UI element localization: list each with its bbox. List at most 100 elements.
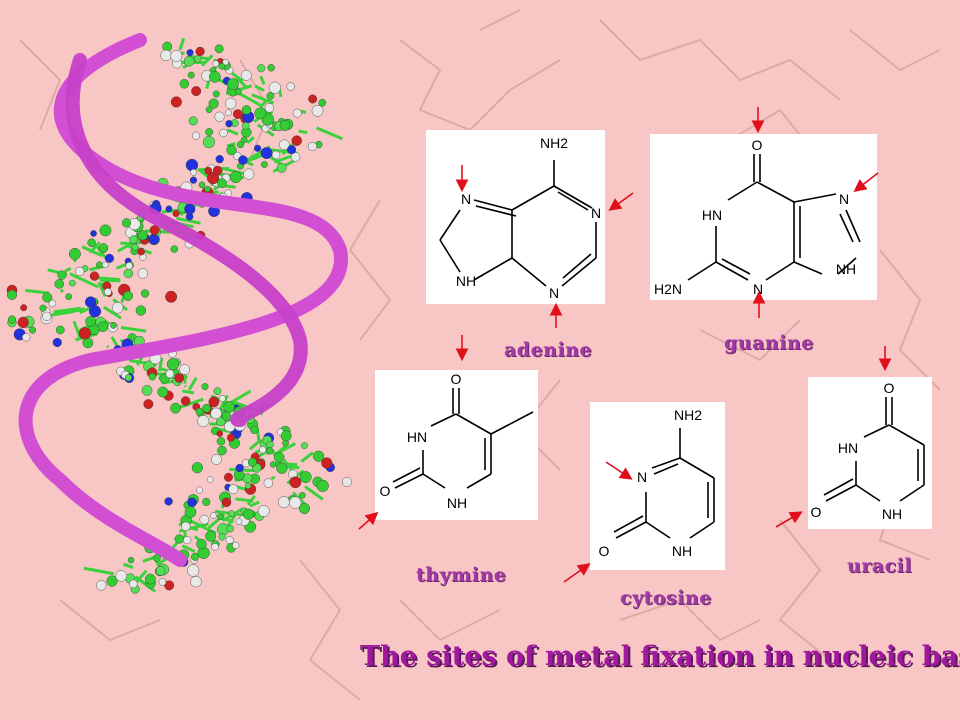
atom-sphere — [160, 49, 172, 62]
atom-sphere — [183, 56, 195, 67]
atom-sphere — [185, 158, 199, 172]
bond-stick — [236, 91, 263, 108]
atom-sphere — [214, 111, 225, 122]
atom-sphere — [227, 78, 239, 90]
atom-sphere — [22, 333, 31, 342]
atom-sphere — [218, 62, 226, 70]
bond-stick — [248, 438, 263, 451]
adenine-n3-label: N — [549, 285, 559, 301]
atom-sphere — [75, 266, 85, 277]
atom-sphere — [254, 144, 262, 152]
uracil-o4-label: O — [884, 380, 895, 396]
atom-sphere — [102, 261, 109, 269]
atom-sphere — [311, 104, 324, 117]
thymine-o4-label: O — [451, 371, 462, 387]
atom-sphere — [29, 326, 37, 334]
atom-sphere — [190, 576, 202, 588]
atom-sphere — [287, 145, 297, 155]
thymine-hn-label: HN — [407, 429, 427, 445]
bond-stick — [219, 394, 229, 410]
atom-sphere — [226, 433, 236, 442]
atom-sphere — [308, 94, 318, 104]
atom-sphere — [290, 152, 301, 162]
guanine-n3-label: N — [753, 281, 763, 297]
bond-stick — [97, 281, 107, 297]
bond-stick — [182, 389, 195, 395]
backbone-ribbon-2 — [65, 53, 308, 427]
atom-sphere — [277, 496, 290, 508]
atom-sphere — [233, 109, 243, 119]
bond-stick — [181, 544, 196, 553]
atom-sphere — [155, 566, 166, 576]
guanine-structure: O HN H2N N N NH — [650, 134, 877, 300]
bond-stick — [64, 266, 72, 273]
atom-sphere — [189, 176, 198, 184]
atom-sphere — [206, 172, 220, 185]
atom-sphere — [218, 395, 226, 402]
atom-sphere — [129, 235, 138, 244]
atom-sphere — [170, 402, 181, 414]
bond-stick — [193, 535, 200, 541]
atom-sphere — [224, 97, 237, 110]
atom-sphere — [191, 86, 202, 97]
uracil-hn-label: HN — [838, 440, 858, 456]
bond-stick — [251, 93, 275, 105]
atom-sphere — [48, 299, 57, 308]
atom-sphere — [96, 261, 103, 269]
atom-sphere — [52, 337, 62, 348]
atom-sphere — [164, 497, 173, 506]
atom-sphere — [137, 230, 148, 241]
atom-sphere — [7, 315, 17, 324]
bond-stick — [187, 377, 198, 391]
bond-stick — [246, 136, 255, 145]
bond-stick — [50, 310, 70, 317]
atom-sphere — [98, 243, 109, 253]
atom-sphere — [316, 479, 329, 492]
atom-sphere — [202, 136, 215, 149]
atom-sphere — [214, 44, 224, 54]
atom-sphere — [125, 262, 133, 270]
atom-sphere — [141, 385, 153, 396]
atom-sphere — [121, 218, 132, 228]
bond-stick — [176, 216, 201, 225]
atom-sphere — [342, 477, 352, 487]
atom-sphere — [247, 457, 257, 467]
atom-sphere — [298, 502, 310, 514]
atom-sphere — [210, 407, 222, 420]
thymine-label: thymine — [416, 564, 507, 586]
atom-sphere — [217, 445, 227, 456]
atom-sphere — [69, 279, 76, 287]
atom-sphere — [280, 430, 292, 442]
adenine-n1-label: N — [591, 205, 601, 221]
atom-sphere — [259, 446, 267, 454]
atom-sphere — [190, 168, 197, 176]
atom-sphere — [20, 304, 28, 312]
atom-sphere — [202, 403, 212, 413]
atom-sphere — [264, 103, 275, 113]
atom-sphere — [204, 166, 213, 175]
atom-sphere — [65, 293, 73, 301]
atom-sphere — [241, 105, 252, 115]
atom-sphere — [223, 401, 235, 413]
atom-sphere — [312, 450, 325, 462]
slide-title: The sites of metal fixation in nucleic b… — [360, 641, 960, 672]
atom-sphere — [191, 131, 200, 140]
atom-sphere — [291, 135, 302, 146]
atom-sphere — [186, 564, 200, 577]
atom-sphere — [225, 536, 234, 545]
bond-stick — [59, 288, 64, 293]
atom-sphere — [243, 168, 255, 180]
atom-sphere — [217, 513, 224, 520]
thymine-structure: O HN O NH — [375, 370, 538, 520]
atom-sphere — [179, 79, 190, 89]
atom-sphere — [179, 364, 190, 375]
atom-sphere — [6, 289, 18, 300]
atom-sphere — [137, 247, 145, 256]
atom-sphere — [184, 203, 196, 215]
atom-sphere — [266, 440, 274, 449]
uracil-nh-label: NH — [882, 506, 902, 522]
atom-sphere — [321, 457, 333, 469]
atom-sphere — [186, 49, 194, 57]
atom-sphere — [228, 484, 239, 495]
bond-stick — [254, 84, 265, 92]
